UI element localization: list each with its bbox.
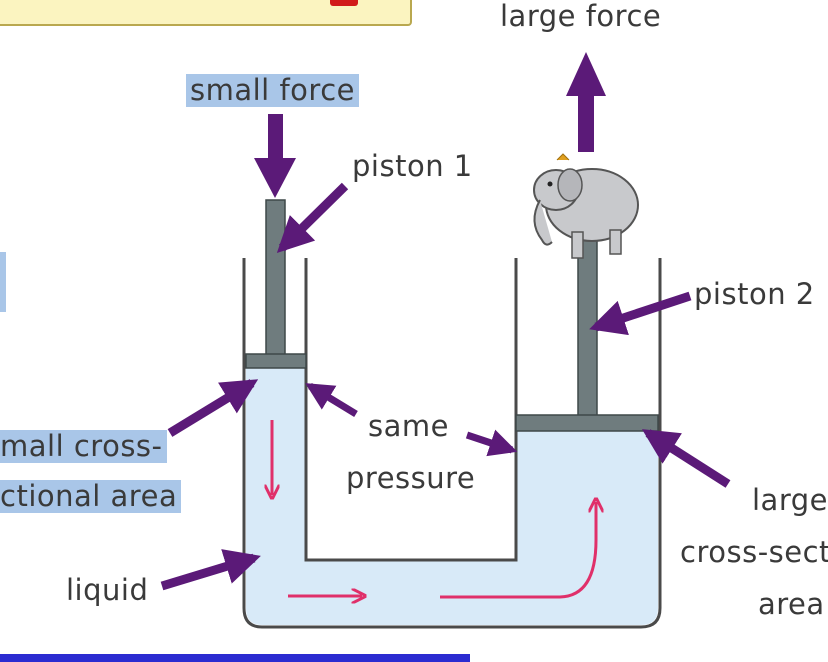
pointer-same-pressure-1 — [305, 383, 358, 417]
same-pressure-label-line2: pressure — [346, 461, 476, 495]
elephant-icon — [533, 153, 639, 259]
small-force-label: small force — [186, 73, 359, 108]
large-area-label-line2: cross-sect — [680, 535, 828, 569]
piston-2-head — [515, 414, 659, 432]
piston-1-head — [245, 353, 307, 369]
small-area-label-line2: ctional area — [0, 479, 182, 514]
pointer-liquid — [160, 549, 261, 591]
side-highlight — [0, 252, 6, 312]
large-force-arrow — [566, 52, 606, 152]
piston-1-rod — [265, 199, 286, 357]
piston-1-label: piston 1 — [352, 149, 473, 183]
liquid-label: liquid — [66, 573, 149, 607]
small-force-arrow — [254, 114, 296, 198]
small-area-label-line1: mall cross- — [0, 429, 167, 464]
pointer-large-area — [641, 429, 731, 488]
pointer-small-area — [167, 379, 259, 437]
large-area-label-line3: area — [758, 587, 825, 621]
large-force-label: large force — [500, 0, 662, 33]
piston-2-rod — [577, 239, 598, 417]
large-area-label-line1: large — [752, 483, 828, 517]
title-fragment — [330, 0, 358, 6]
pointer-piston-2 — [589, 291, 692, 336]
flow-arrow-curve — [440, 502, 596, 599]
pointer-same-pressure-2 — [465, 429, 518, 457]
piston-2-label: piston 2 — [694, 277, 815, 311]
bottom-text-fragment — [0, 654, 470, 662]
same-pressure-label-line1: same — [368, 409, 449, 443]
pointer-piston-1 — [276, 182, 349, 254]
container-outline — [242, 258, 662, 629]
